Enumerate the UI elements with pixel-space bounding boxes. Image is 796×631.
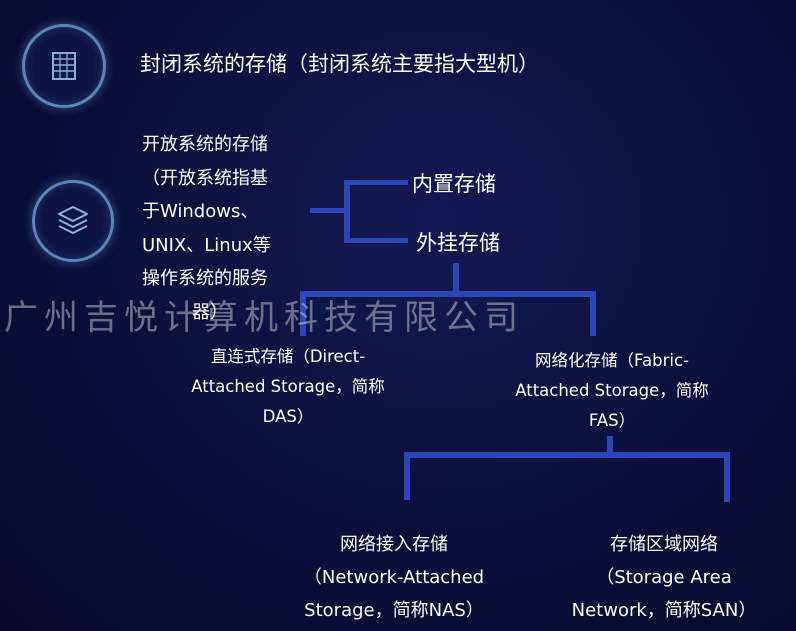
company-watermark: 广州吉悦计算机科技有限公司 <box>4 298 524 338</box>
connector-nas-leg <box>404 452 410 500</box>
das-line: DAS） <box>262 407 314 426</box>
nas-label: 网络接入存储 （Network-Attached Storage，简称NAS） <box>280 528 508 627</box>
das-label: 直连式存储（Direct- Attached Storage，简称 DAS） <box>170 342 406 432</box>
das-line: Attached Storage，简称 <box>191 377 385 396</box>
external-storage-label: 外挂存储 <box>416 231 500 255</box>
connector-open-to-split <box>310 208 346 213</box>
open-system-line: （开放系统指基 <box>142 167 268 189</box>
open-system-line: UNIX、Linux等 <box>142 234 271 256</box>
open-system-icon-ring <box>32 180 114 262</box>
open-system-label: 开放系统的存储 （开放系统指基 于Windows、 UNIX、Linux等 操作… <box>142 128 271 329</box>
connector-das-leg <box>300 291 306 336</box>
fas-line: Attached Storage，简称 <box>515 381 709 400</box>
san-line: Network，简称SAN） <box>571 600 757 621</box>
san-line: 存储区域网络 <box>610 534 718 555</box>
connector-san-leg <box>724 452 730 502</box>
fas-label: 网络化存储（Fabric- Attached Storage，简称 FAS） <box>494 346 730 436</box>
open-system-line: 于Windows、 <box>142 201 259 222</box>
connector-nas-san-horizontal <box>404 452 730 458</box>
das-line: 直连式存储（Direct- <box>210 347 366 366</box>
connector-split-vertical <box>344 180 350 242</box>
open-system-line: 操作系统的服务 <box>142 268 268 289</box>
connector-to-external <box>344 238 408 243</box>
fas-line: 网络化存储（Fabric- <box>535 351 689 370</box>
layers-icon <box>58 206 88 234</box>
server-rack-icon <box>52 52 76 80</box>
closed-system-icon-ring <box>22 24 106 108</box>
connector-external-down <box>453 263 459 295</box>
nas-line: 网络接入存储 <box>340 534 448 555</box>
open-system-line: 开放系统的存储 <box>142 134 268 155</box>
san-label: 存储区域网络 （Storage Area Network，简称SAN） <box>552 528 776 627</box>
nas-line: （Network-Attached <box>303 567 485 588</box>
closed-system-label: 封闭系统的存储（封闭系统主要指大型机） <box>140 52 539 76</box>
open-system-line: 器） <box>192 301 228 323</box>
connector-das-fas-horizontal <box>300 291 596 297</box>
builtin-storage-label: 内置存储 <box>412 172 496 196</box>
connector-fas-leg <box>590 291 596 336</box>
san-line: （Storage Area <box>596 567 732 588</box>
fas-line: FAS） <box>588 411 636 430</box>
nas-line: Storage，简称NAS） <box>304 600 484 621</box>
connector-to-builtin <box>344 180 408 185</box>
connector-fas-down <box>607 436 613 456</box>
